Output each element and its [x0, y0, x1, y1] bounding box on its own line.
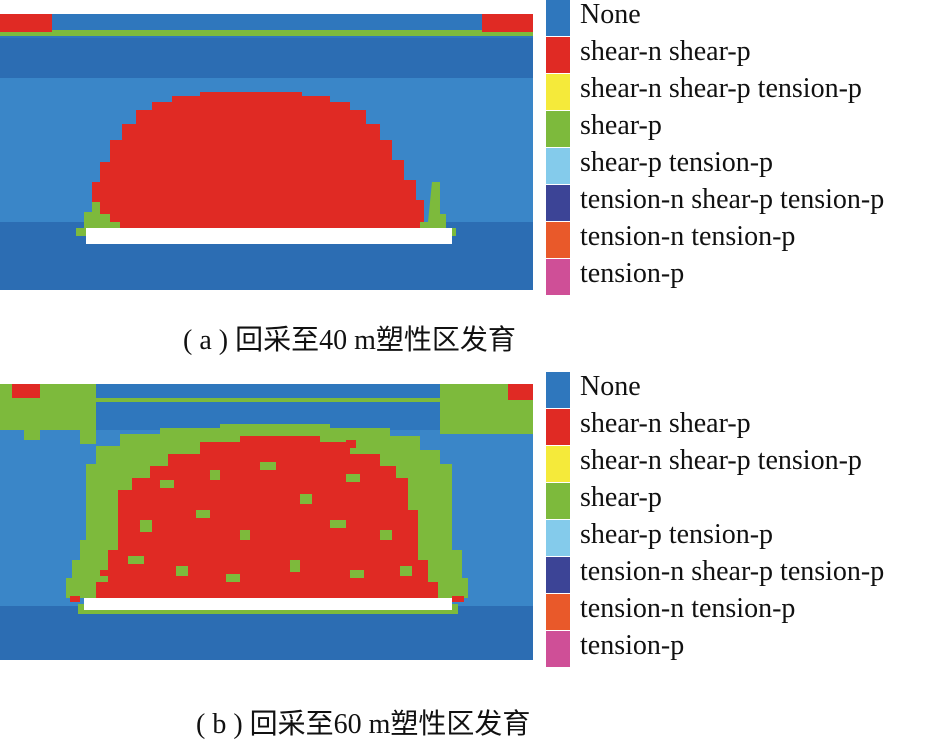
top-right-corner-shear [508, 384, 533, 400]
goaf [84, 598, 452, 610]
panel-a: None shear-n shear-p shear-n shear-p tensi… [0, 0, 935, 360]
legend-label: tension-n tension-p [580, 593, 796, 624]
plastic-zone-plot-60m [0, 384, 533, 660]
caption-a: ( a ) 回采至40 m塑性区发育 [183, 325, 516, 356]
top-left-corner-shear [12, 384, 40, 398]
upper-strata-band [0, 38, 533, 78]
legend-swatch [546, 185, 570, 221]
top-left-corner-shear [0, 14, 52, 32]
dome-edge-shear-p-left [76, 202, 120, 236]
legend-swatch [546, 520, 570, 556]
plastic-zone-plot-40m [0, 14, 533, 290]
legend-swatch [546, 222, 570, 258]
top-right-corner-shear [482, 14, 533, 32]
legend-swatch [546, 372, 570, 408]
legend-label: shear-n shear-p [580, 408, 751, 439]
lower-strata-band [0, 606, 533, 660]
legend-label: shear-n shear-p tension-p [580, 73, 862, 104]
legend-swatch [546, 259, 570, 295]
shear-dome [92, 92, 424, 228]
left-pillar-shear-p [0, 428, 96, 444]
legend-label: shear-n shear-p [580, 36, 751, 67]
legend-swatch [546, 0, 570, 36]
legend-label: tension-p [580, 630, 685, 661]
legend-label: None [580, 371, 641, 402]
legend-label: shear-p tension-p [580, 147, 774, 178]
legend-swatch [546, 557, 570, 593]
legend-swatch [546, 446, 570, 482]
legend-swatch [546, 148, 570, 184]
legend-label: tension-n shear-p tension-p [580, 184, 885, 215]
legend-label: tension-n shear-p tension-p [580, 556, 885, 587]
mixed-speckles-shear [70, 440, 464, 602]
caption-b: ( b ) 回采至60 m塑性区发育 [196, 709, 531, 740]
legend-label: shear-n shear-p tension-p [580, 445, 862, 476]
mixed-speckles-shear-p [128, 462, 412, 582]
goaf [86, 228, 452, 244]
legend-label: tension-n tension-p [580, 221, 796, 252]
legend-swatch [546, 74, 570, 110]
dome-edge-shear-p-right [420, 182, 456, 236]
top-strip-shear-p [96, 398, 440, 402]
legend-label: shear-p [580, 482, 662, 513]
legend-label: shear-p [580, 110, 662, 141]
legend-swatch [546, 483, 570, 519]
legend-label: tension-p [580, 258, 685, 289]
panel-b: None shear-n shear-p shear-n shear-p tensi… [0, 370, 935, 740]
legend-label: shear-p tension-p [580, 519, 774, 550]
legend-swatch [546, 111, 570, 147]
legend-swatch [546, 594, 570, 630]
legend-swatch [546, 37, 570, 73]
legend-label: None [580, 0, 641, 30]
legend-swatch [546, 409, 570, 445]
top-strip-shear-p [0, 30, 533, 36]
legend-swatch [546, 631, 570, 667]
